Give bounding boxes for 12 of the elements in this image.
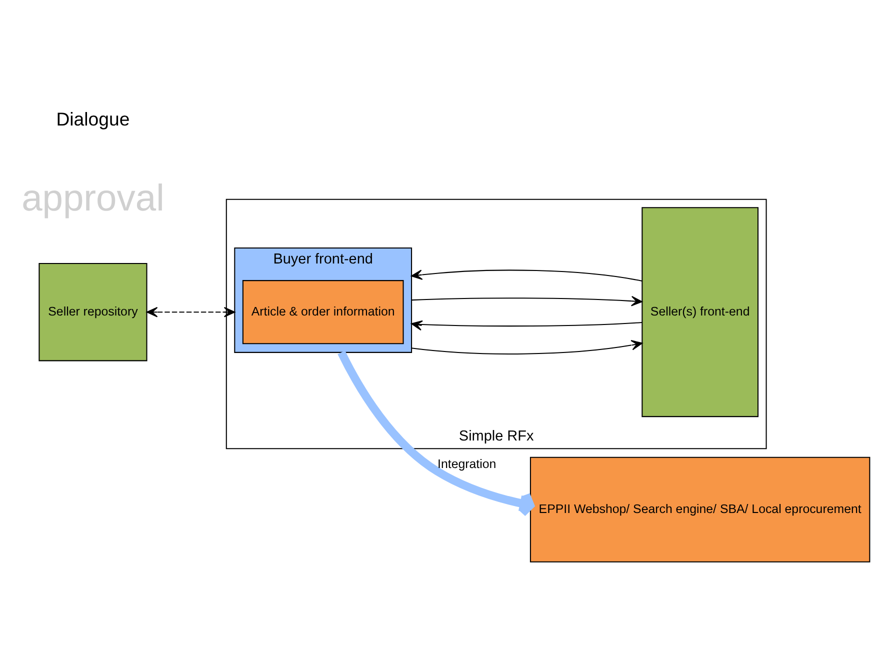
node-box: EPPII Webshop/ Search engine/ SBA/ Local eprocurement: [530, 456, 870, 562]
label: Dialogue: [56, 108, 130, 129]
arrow: [412, 295, 642, 306]
edge-label: Integration: [438, 456, 496, 470]
node-box: Article & order information: [242, 280, 404, 344]
arrow: [146, 306, 236, 317]
arrow: [411, 320, 642, 330]
node-box: Seller(s) front-end: [642, 206, 759, 417]
node-box: Seller repository: [38, 262, 148, 361]
arrow: [411, 269, 642, 281]
arrow: [338, 350, 534, 517]
arrow: [411, 340, 643, 354]
